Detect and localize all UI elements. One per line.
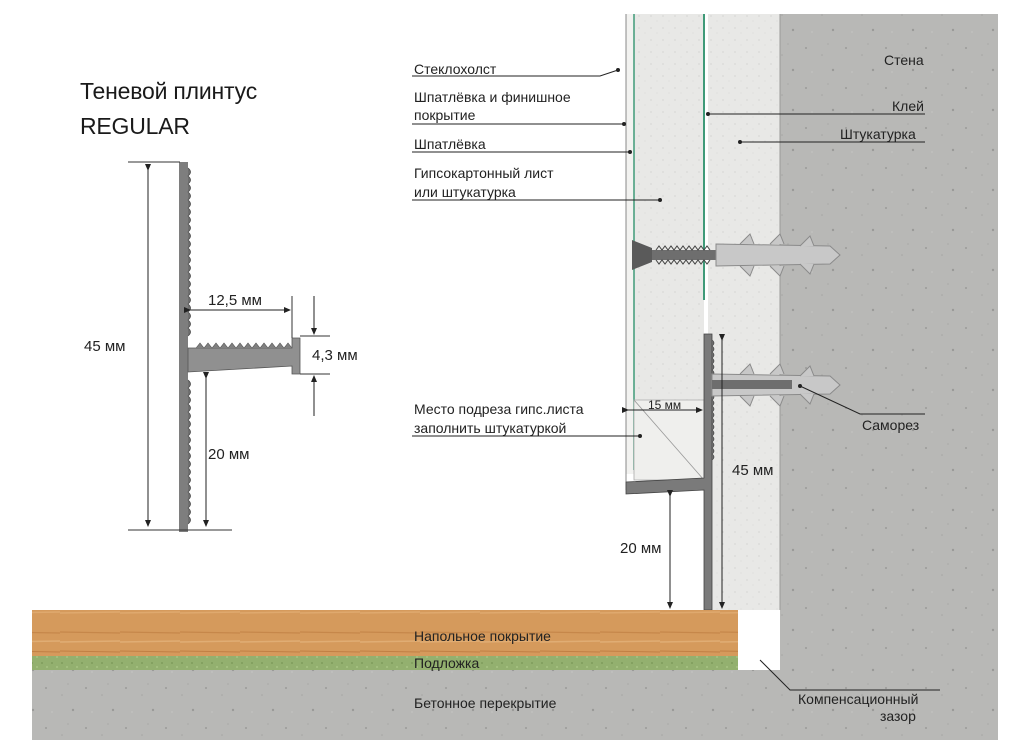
label-fiberglass: Стеклохолст xyxy=(414,61,497,77)
concrete-slab xyxy=(32,670,998,740)
label-putty: Шпатлёвка xyxy=(414,136,486,152)
dim-lip-height: 4,3 мм xyxy=(312,347,358,364)
label-screw: Саморез xyxy=(862,417,920,433)
label-underlay: Подложка xyxy=(414,655,480,671)
label-gap-2: зазор xyxy=(880,708,916,724)
dim-gap-width: 15 мм xyxy=(648,398,682,412)
dim-section-bottom-height: 20 мм xyxy=(620,540,662,557)
dim-bottom-height: 20 мм xyxy=(208,446,250,463)
screw-upper xyxy=(632,233,841,277)
concrete-wall xyxy=(780,14,998,670)
label-cut-2: заполнить штукатуркой xyxy=(414,420,567,436)
label-putty-finish-1: Шпатлёвка и финишное xyxy=(414,89,571,105)
gypsum-board xyxy=(634,14,704,474)
section-profile-ribs xyxy=(711,339,715,461)
wall-section xyxy=(32,14,998,740)
profile-drawing xyxy=(128,161,330,532)
label-gypsum-1: Гипсокартонный лист xyxy=(414,165,554,181)
label-putty-finish-2: покрытие xyxy=(414,107,476,123)
label-plaster: Штукатурка xyxy=(840,126,916,142)
label-gap-1: Компенсационный xyxy=(798,691,919,707)
dim-shelf-width: 12,5 мм xyxy=(208,292,262,309)
expansion-gap xyxy=(738,610,780,670)
screw-lower xyxy=(711,363,841,407)
dim-total-height: 45 мм xyxy=(84,338,126,355)
floor-covering xyxy=(32,610,738,656)
label-slab: Бетонное перекрытие xyxy=(414,695,557,711)
title-line-1: Теневой плинтус xyxy=(80,78,257,104)
underlay xyxy=(32,656,738,670)
label-wall: Стена xyxy=(884,52,924,68)
label-glue: Клей xyxy=(892,98,924,114)
label-gypsum-2: или штукатурка xyxy=(414,184,516,200)
title-line-2: REGULAR xyxy=(80,113,190,139)
profile-vertical xyxy=(179,162,188,532)
label-cut-1: Место подреза гипс.листа xyxy=(414,401,584,417)
putty-layer xyxy=(626,14,634,474)
dim-section-profile-height: 45 мм xyxy=(732,462,774,479)
profile-shelf xyxy=(187,337,301,375)
label-floor-covering: Напольное покрытие xyxy=(414,628,551,644)
profile-ribs xyxy=(187,167,191,525)
leader-lines xyxy=(412,69,940,691)
plaster-layer xyxy=(708,14,780,610)
profile-shelf-ribs xyxy=(195,342,293,349)
